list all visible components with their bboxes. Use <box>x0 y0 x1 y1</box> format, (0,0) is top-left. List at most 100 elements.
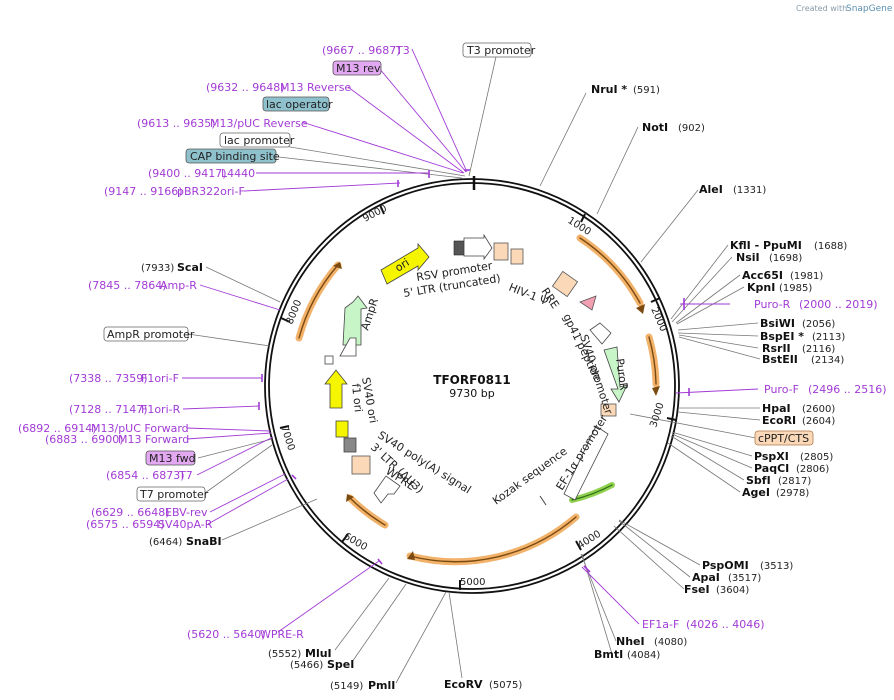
primer-sv40pa-r: SV40pA-R <box>158 518 213 531</box>
primer-ebv-rev: EBV-rev <box>165 506 208 519</box>
primer-l4440-pos: (9400 .. 9417) <box>148 167 227 180</box>
enzyme-spei-pos: (5466) <box>290 660 323 671</box>
primer-ebv-rev-pos: (6629 .. 6648) <box>91 506 170 519</box>
enzyme-fsei: FseI <box>684 583 710 596</box>
enzyme-snabi-pos: (6464) <box>149 537 182 548</box>
primer-m13-forward: M13 Forward <box>118 433 189 446</box>
backbone-inner <box>268 182 676 590</box>
primer-pbr322ori-f: pBR322ori-F <box>177 185 245 198</box>
primer-m13puc-forward: M13/pUC Forward <box>91 422 189 435</box>
tick-3000: 3000 <box>648 401 666 429</box>
enzyme-rsrii: RsrII <box>762 342 791 355</box>
orf-arrowheads <box>333 262 660 560</box>
primer-f1ori-f-pos: (7338 .. 7359) <box>69 372 148 385</box>
enzyme-nhei: NheI <box>616 635 645 648</box>
feature-sv40-promoter: SV40 promoter <box>577 333 615 416</box>
enzyme-pspomi-pos: (3513) <box>760 561 793 572</box>
enzyme-paqci: PaqCI <box>754 462 789 475</box>
primer-m13puc-reverse: M13/pUC Reverse <box>210 117 308 130</box>
enzyme-scai-pos: (7933) <box>141 263 174 274</box>
enzyme-sbfi: SbfI <box>746 474 771 487</box>
enzyme-hpai: HpaI <box>762 402 791 415</box>
enzyme-snabi: SnaBI <box>186 535 222 548</box>
tick-4000: 4000 <box>576 529 603 552</box>
primer-t7: T7 <box>178 469 193 482</box>
enzyme-nrui-pos: (591) <box>633 85 660 96</box>
snapgene-brand: SnapGene <box>846 4 893 14</box>
primer-puro-r: Puro-R <box>754 298 791 311</box>
box-t7-promoter: T7 promoter <box>139 488 209 501</box>
enzyme-mlui: MluI <box>305 647 332 660</box>
enzyme-kpni: KpnI <box>747 281 775 294</box>
enzyme-labels: NruI * (591) NotI (902) AleI (1331) KflI… <box>141 83 847 692</box>
feature-ori: ori <box>393 256 412 275</box>
primer-wpre-r-pos: (5620 .. 5640) <box>187 628 266 641</box>
enzyme-spei: SpeI <box>327 658 354 671</box>
enzyme-sbfi-pos: (2817) <box>778 476 811 487</box>
tick-5000: 5000 <box>460 577 485 588</box>
enzyme-bsiwi: BsiWI <box>760 317 795 330</box>
enzyme-scai: ScaI <box>177 261 203 274</box>
enzyme-agei-pos: (2978) <box>776 488 809 499</box>
enzyme-ecori-pos: (2604) <box>802 416 835 427</box>
primer-sv40pa-r-pos: (6575 .. 6594) <box>86 518 165 531</box>
primer-amp-r-pos: (7845 .. 7864) <box>88 279 167 292</box>
enzyme-pmli: PmlI <box>368 679 395 692</box>
enzyme-agei: AgeI <box>742 486 770 499</box>
enzyme-kpni-pos: (1985) <box>779 283 812 294</box>
boxed-labels: T3 promoter M13 rev lac operator lac pro… <box>103 42 814 502</box>
primer-puro-f: Puro-F <box>764 383 799 396</box>
enzyme-noti: NotI <box>642 121 668 134</box>
box-cap-binding-site: CAP binding site <box>190 150 280 163</box>
enzyme-bmti-pos: (4084) <box>627 650 660 661</box>
primer-f1ori-f: F1ori-F <box>141 372 179 385</box>
enzyme-bspei: BspEI * <box>760 330 804 343</box>
box-m13-fwd: M13 fwd <box>149 452 196 465</box>
box-cppt-cts: cPPT/CTS <box>758 432 809 445</box>
primer-t7-pos: (6854 .. 6873) <box>106 469 185 482</box>
primer-l4440: L4440 <box>221 167 255 180</box>
primer-m13-reverse-pos: (9632 .. 9648) <box>206 81 285 94</box>
box-lac-promoter: lac promoter <box>224 134 295 147</box>
box-ampr-promoter: AmpR promoter <box>107 328 195 341</box>
enzyme-alei: AleI <box>699 183 723 196</box>
tick-marks <box>279 204 677 590</box>
primer-f1ori-r: F1ori-R <box>141 403 181 416</box>
enzyme-pspomi: PspOMI <box>702 559 749 572</box>
enzyme-mlui-pos: (5552) <box>268 649 301 660</box>
enzyme-kfli-ppumi: KflI - PpuMI <box>730 239 802 252</box>
feature-f1-ori: f1 ori <box>349 383 365 413</box>
enzyme-ecorv: EcoRV <box>444 678 483 691</box>
enzyme-paqci-pos: (2806) <box>796 464 829 475</box>
enzyme-pmli-pos: (5149) <box>330 681 363 692</box>
enzyme-bsteii-pos: (2134) <box>811 355 844 366</box>
enzyme-bspei-pos: (2113) <box>812 332 845 343</box>
enzyme-bsteii: BstEII <box>762 353 798 366</box>
enzyme-ecorv-pos: (5075) <box>489 680 522 691</box>
credit-text: Created with <box>796 4 847 13</box>
enzyme-acc65i: Acc65I <box>742 269 783 282</box>
box-t3-promoter: T3 promoter <box>466 44 536 57</box>
primer-t3: T3 <box>395 44 410 57</box>
feature-puror: PuroR <box>613 358 630 392</box>
enzyme-nrui: NruI * <box>591 83 627 96</box>
box-lac-operator: lac operator <box>266 98 333 111</box>
tick-2000: 2000 <box>648 306 668 334</box>
enzyme-nsii-pos: (1698) <box>769 253 802 264</box>
enzyme-bmti: BmtI <box>594 648 623 661</box>
primer-ef1a-f: EF1a-F <box>642 618 679 631</box>
primer-m13puc-reverse-pos: (9613 .. 9635) <box>137 117 216 130</box>
primer-m13-reverse: M13 Reverse <box>280 81 351 94</box>
backbone-outer <box>264 178 680 594</box>
primer-puro-f-pos: (2496 .. 2516) <box>808 383 887 396</box>
feature-kozak: Kozak sequence <box>490 445 570 508</box>
enzyme-leader-lines <box>187 47 761 684</box>
enzyme-acc65i-pos: (1981) <box>790 271 823 282</box>
enzyme-pspxi: PspXI <box>754 450 789 463</box>
primer-ef1a-f-pos: (4026 .. 4046) <box>686 618 765 631</box>
enzyme-apai-pos: (3517) <box>728 573 761 584</box>
box-m13-rev: M13 rev <box>336 62 381 75</box>
enzyme-pspxi-pos: (2805) <box>800 452 833 463</box>
